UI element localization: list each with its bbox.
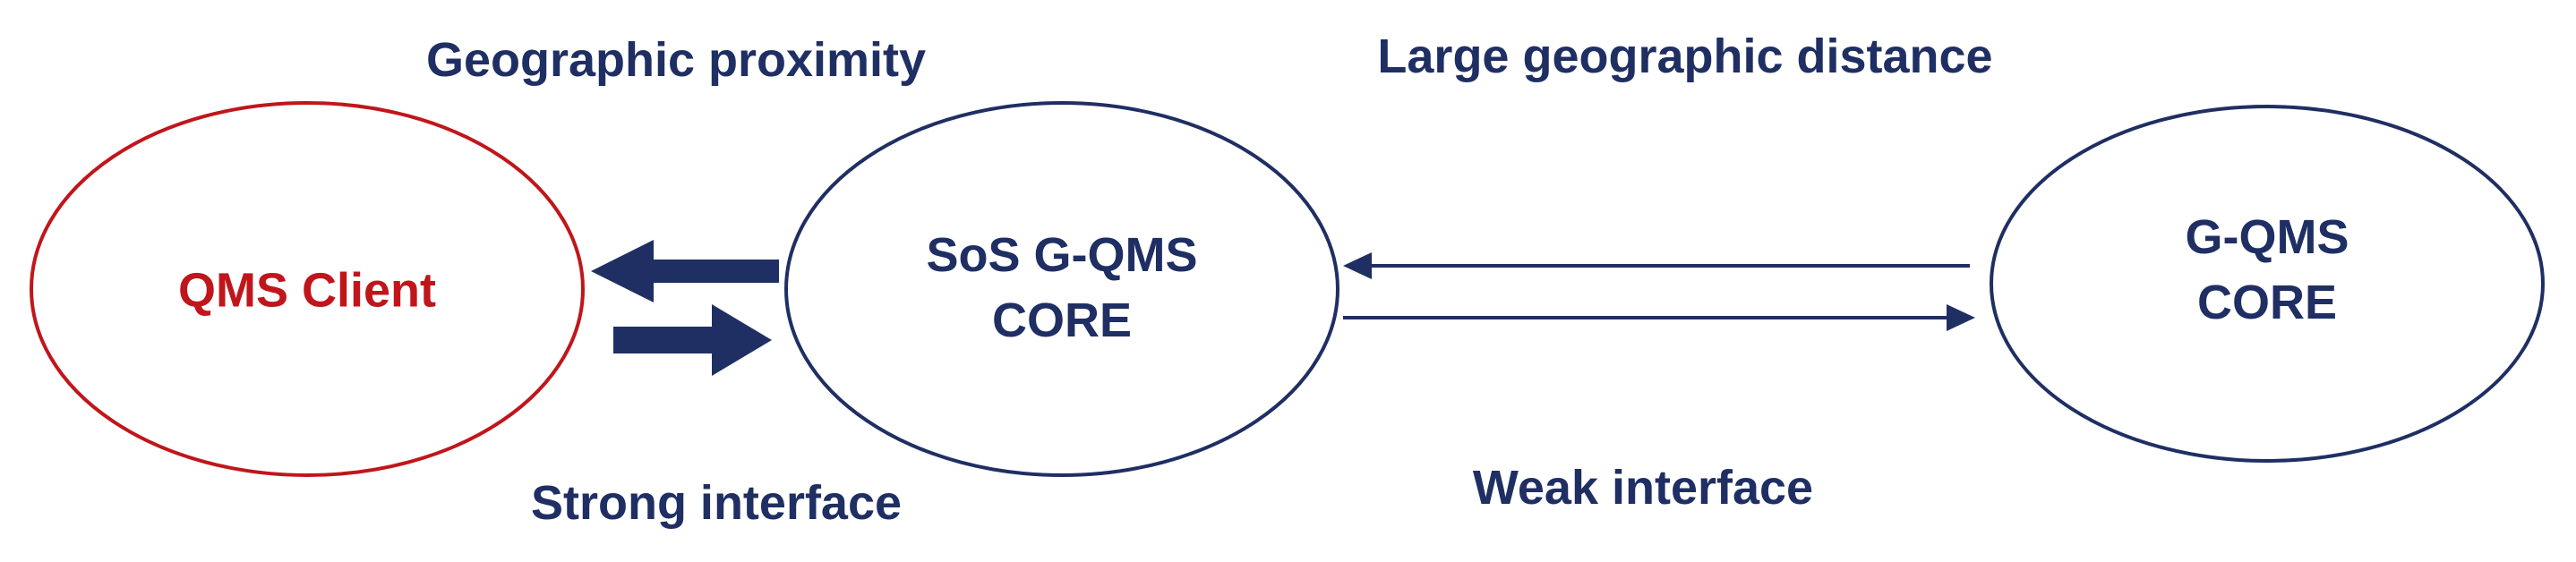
sos-core-label-line2: CORE: [991, 294, 1133, 347]
large-geographic-distance-label: Large geographic distance: [1377, 30, 1993, 83]
strong-arrow-left: [591, 240, 779, 302]
sos-core-label: SoS G-QMS CORE: [926, 223, 1197, 353]
qms-client-label: QMS Client: [177, 263, 437, 318]
gqms-core-label-line2: CORE: [2196, 276, 2337, 329]
weak-interface-label: Weak interface: [1472, 461, 1814, 515]
strong-interface-label: Strong interface: [530, 476, 903, 530]
gqms-core-label-line1: G-QMS: [2185, 210, 2349, 265]
weak-arrow-right-head: [1947, 304, 1975, 331]
gqms-core-label: G-QMS CORE: [2186, 205, 2349, 336]
geographic-proximity-label: Geographic proximity: [425, 33, 927, 87]
strong-arrow-right: [613, 304, 772, 376]
qms-client-node: [30, 101, 585, 477]
sos-core-node: [784, 101, 1339, 477]
weak-arrow-left-head: [1343, 252, 1372, 279]
sos-core-label-line1: SoS G-QMS: [926, 228, 1198, 283]
gqms-core-node: [1990, 105, 2545, 463]
